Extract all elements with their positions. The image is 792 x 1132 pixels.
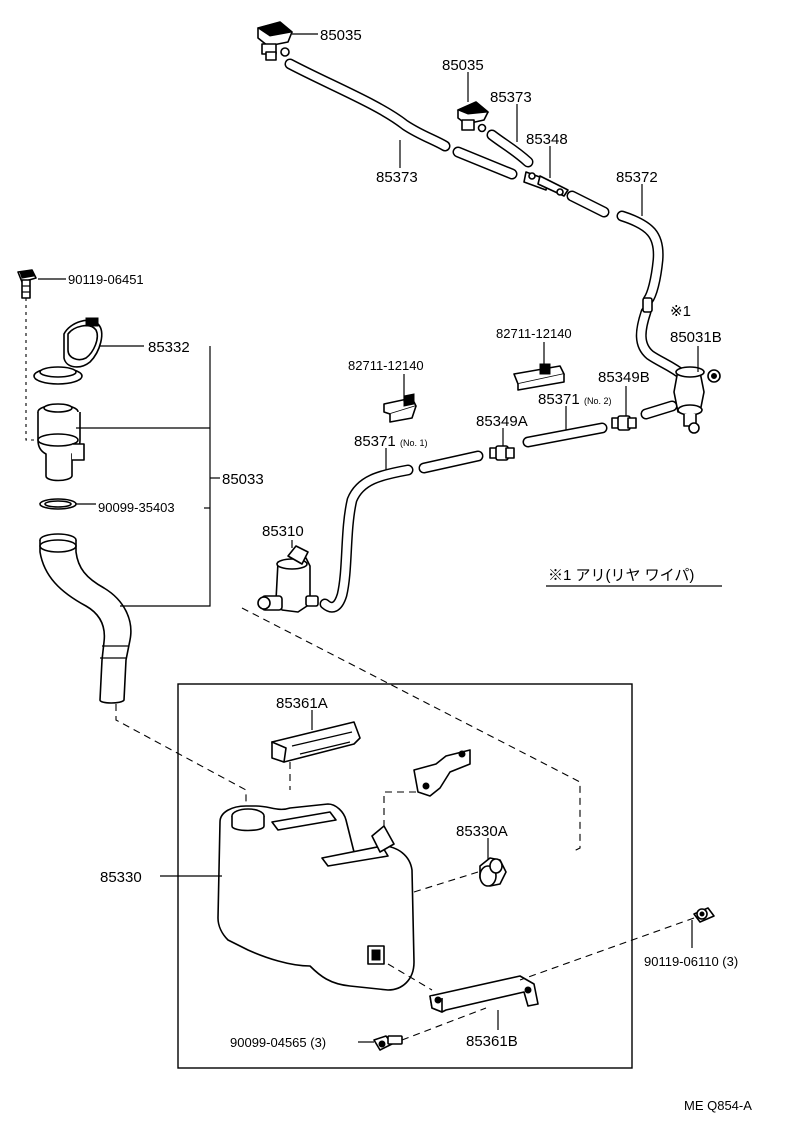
hose-85373-left [284, 58, 451, 152]
label-85373-left: 85373 [376, 169, 418, 186]
label-90099-35403: 90099-35403 [98, 500, 175, 515]
hose-85371-no1 [319, 464, 414, 613]
label-85371-no2-suffix: (No. 2) [584, 396, 612, 406]
assembly-line-bracket-upper [383, 791, 416, 826]
note-rear-wiper: ※1 アリ(リヤ ワイパ) [548, 567, 694, 584]
check-valve-85349a [489, 445, 515, 461]
hose-85371-no2 [522, 422, 608, 448]
hose-connector-top [642, 297, 653, 313]
label-85349b: 85349B [598, 369, 650, 386]
leader-lines [38, 33, 699, 1043]
hose-clamp-90099-35403 [39, 498, 77, 510]
label-82711-12140-left: 82711-12140 [348, 358, 424, 373]
check-valve-85349b [611, 415, 637, 431]
diagram-code: ME Q854-A [684, 1098, 752, 1113]
hose-segment-short [566, 190, 610, 218]
hose-85373-right [486, 129, 534, 168]
hose-segment-middle [452, 146, 518, 180]
label-85349a: 85349A [476, 413, 528, 430]
label-85371-no2: 85371 [538, 391, 580, 408]
hose-clamp-82711-left [383, 393, 417, 423]
mounting-bolt-90099-04565 [373, 1035, 403, 1051]
label-85310: 85310 [262, 523, 304, 540]
tank-bracket-85361a [271, 721, 361, 763]
assembly-line-bolt-left [401, 1007, 487, 1041]
label-85372: 85372 [616, 169, 658, 186]
label-90119-06110: 90119-06110 (3) [644, 954, 738, 969]
tank-bracket-upper [413, 749, 471, 797]
hose-segment-center [418, 450, 484, 474]
assembly-line-filler-to-tank [115, 704, 247, 806]
filler-cap-85332 [33, 317, 103, 385]
washer-nozzle-85035-left [256, 21, 294, 61]
label-85035-right: 85035 [442, 57, 484, 74]
label-85361b: 85361B [466, 1033, 518, 1050]
label-85035-left: 85035 [320, 27, 362, 44]
label-note-mark: ※1 [670, 303, 691, 320]
label-82711-12140-right: 82711-12140 [496, 326, 572, 341]
bolt-alignment-line [25, 298, 38, 441]
hose-85372 [616, 210, 664, 306]
label-85330: 85330 [100, 869, 142, 886]
label-85031b: 85031B [670, 329, 722, 346]
filler-hose-85033 [39, 533, 132, 704]
mounting-bolt-90119-06451 [17, 269, 37, 299]
label-85371-no1: 85371 [354, 433, 396, 450]
washer-tank-85330 [217, 803, 415, 991]
washer-nozzle-85035-right [456, 101, 490, 133]
label-85373-right: 85373 [490, 89, 532, 106]
rear-washer-pump-85031b [673, 366, 721, 434]
label-90119-06451: 90119-06451 [68, 272, 144, 287]
hose-joint-85348 [523, 171, 569, 197]
grommet-85330a [479, 857, 507, 887]
label-85033: 85033 [222, 471, 264, 488]
label-85361a: 85361A [276, 695, 328, 712]
hose-to-rear-pump [635, 306, 690, 382]
hose-to-pump-85031b [640, 400, 678, 420]
filler-neck-upper [37, 403, 85, 482]
label-85332: 85332 [148, 339, 190, 356]
assembly-line-bolt-right [519, 917, 695, 981]
mounting-bolt-90119-06110 [693, 907, 715, 923]
assembly-line-grommet [413, 871, 479, 893]
assembly-line-bracket-b [387, 963, 433, 991]
label-85348: 85348 [526, 131, 568, 148]
label-85371-no1-suffix: (No. 1) [400, 438, 428, 448]
washer-pump-85310 [257, 545, 319, 613]
tank-bracket-85361b [429, 975, 539, 1013]
label-85330a: 85330A [456, 823, 508, 840]
label-90099-04565: 90099-04565 (3) [230, 1035, 326, 1050]
assembly-line-pump-to-tank [241, 607, 581, 853]
hose-clamp-82711-right [513, 363, 565, 391]
